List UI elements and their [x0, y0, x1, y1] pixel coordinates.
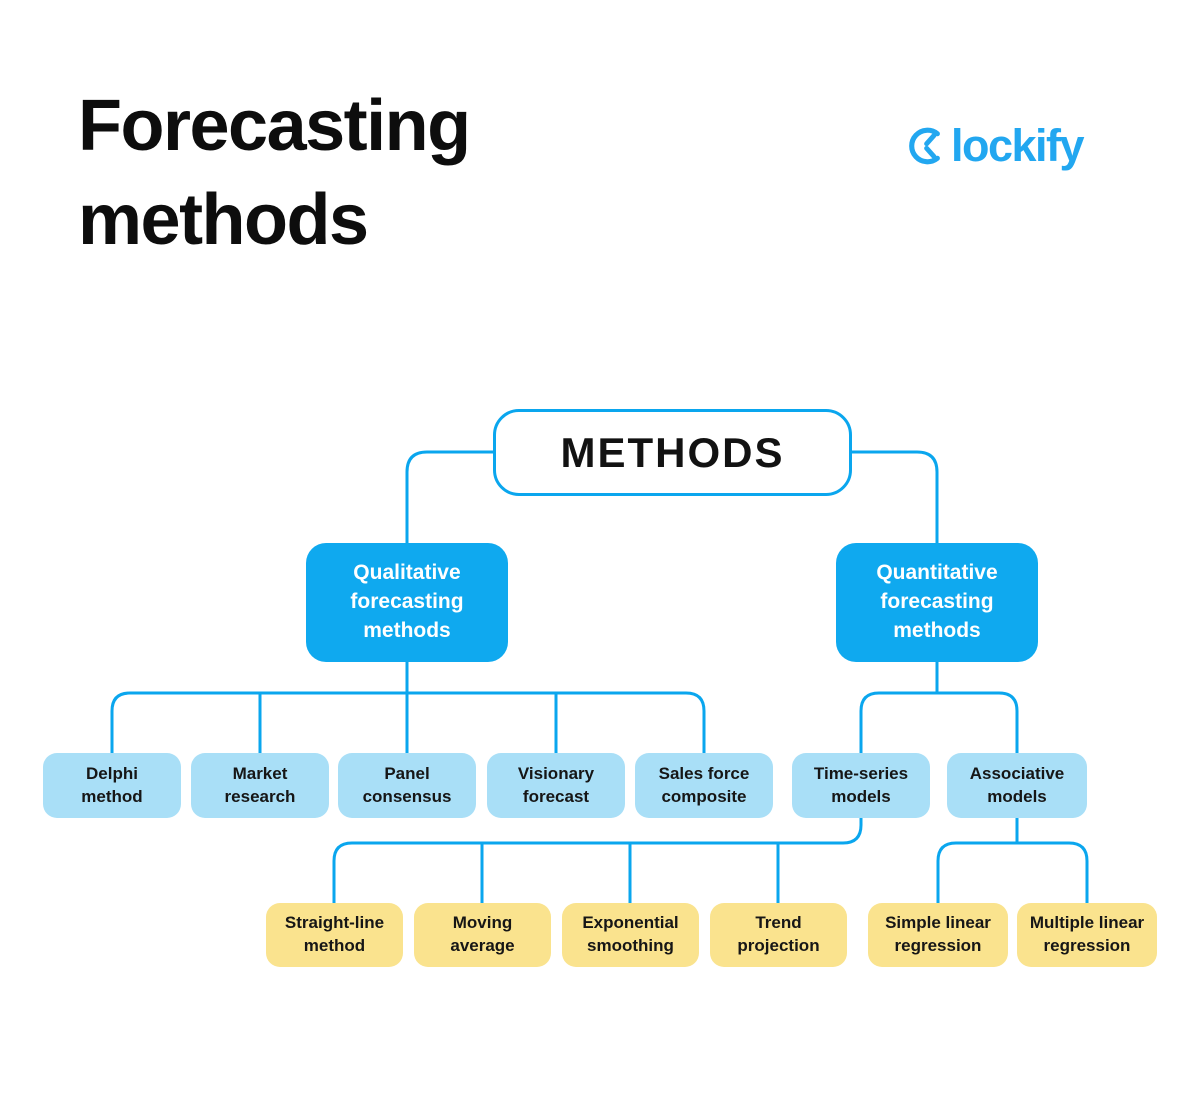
node-market-research: Market research	[191, 753, 329, 818]
connector-methods-to-quantitative	[850, 450, 939, 545]
node-trend-projection: Trend projection	[710, 903, 847, 967]
node-delphi-method: Delphi method	[43, 753, 181, 818]
clockify-logo-text: lockify	[951, 120, 1085, 171]
node-moving-average: Moving average	[414, 903, 551, 967]
node-sales-force-composite: Sales force composite	[635, 753, 773, 818]
node-visionary-forecast: Visionary forecast	[487, 753, 625, 818]
node-simple-linear-regression: Simple linear regression	[868, 903, 1008, 967]
node-methods: METHODS	[493, 409, 852, 496]
node-panel-consensus: Panel consensus	[338, 753, 476, 818]
clockify-logo: lockify	[906, 120, 1085, 172]
connector-qualitative-bus	[110, 691, 706, 755]
page-title: Forecasting methods	[78, 86, 471, 260]
node-qualitative-forecasting-methods: Qualitative forecasting methods	[306, 543, 508, 662]
clockify-clock-icon	[909, 127, 940, 165]
node-straight-line-method: Straight-line method	[266, 903, 403, 967]
connector-methods-to-qualitative	[405, 450, 495, 545]
node-multiple-linear-regression: Multiple linear regression	[1017, 903, 1157, 967]
node-associative-models: Associative models	[947, 753, 1087, 818]
node-quantitative-forecasting-methods: Quantitative forecasting methods	[836, 543, 1038, 662]
node-time-series-models: Time-series models	[792, 753, 930, 818]
node-exponential-smoothing: Exponential smoothing	[562, 903, 699, 967]
connector-time-series-bus	[332, 816, 863, 905]
connector-associative-bracket	[936, 841, 1089, 905]
connector-quantitative-bracket	[859, 691, 1019, 755]
